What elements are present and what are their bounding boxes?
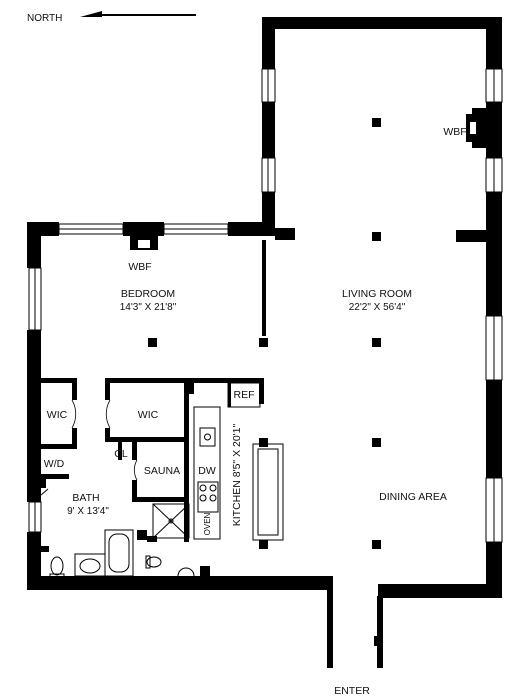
stove-icon [197, 481, 219, 513]
fireplace-bedroom-label: WBF [128, 261, 151, 273]
columns [148, 118, 381, 549]
dishwasher-label: DW [198, 465, 216, 477]
room-labels: WBF WBF BEDROOM 14'3" X 21'8" LIVING ROO… [44, 126, 467, 697]
kitchen-counter [193, 406, 221, 540]
toilet-icon [49, 556, 65, 579]
sink-icon [177, 567, 195, 577]
fireplace-living-label: WBF [443, 126, 466, 138]
toilet-icon [145, 555, 162, 569]
column [148, 338, 157, 347]
bathroom-vanity [74, 553, 106, 577]
bath-fixtures [40, 488, 195, 579]
column [372, 540, 381, 549]
compass-label: NORTH [27, 13, 62, 24]
column [259, 338, 268, 347]
oven-label: OVEN [203, 512, 212, 535]
refrigerator-label: REF [234, 389, 255, 401]
column [259, 438, 268, 447]
bath-dims: 9' X 13'4" [67, 506, 109, 517]
refrigerator-icon [227, 382, 261, 408]
interior-walls [41, 378, 264, 576]
dining-area-name: DINING AREA [379, 491, 447, 503]
bath-name: BATH [72, 492, 99, 504]
kitchen-fixtures [193, 382, 284, 541]
column [372, 338, 381, 347]
north-arrow-icon [80, 11, 102, 17]
entrance-label: ENTER [334, 685, 370, 697]
compass: NORTH [27, 11, 196, 24]
living-room-dims: 22'2" X 56'4" [349, 302, 406, 313]
fireplace-bedroom-icon [123, 222, 164, 250]
washer-dryer-name: W/D [44, 458, 65, 470]
shower-icon [152, 503, 190, 539]
bathtub-icon [104, 529, 134, 577]
bedroom-name: BEDROOM [121, 288, 175, 300]
bedroom-dims: 14'3" X 21'8" [120, 302, 177, 313]
wic-right-name: WIC [138, 409, 159, 421]
closet-name: CL [114, 448, 128, 460]
fireplace-living-icon [466, 108, 486, 148]
exterior-walls [27, 17, 502, 668]
sauna-name: SAUNA [144, 465, 180, 477]
sink-icon [199, 427, 216, 447]
kitchen-island [252, 443, 284, 541]
kitchen-name: KITCHEN 8'5" X 20'1" [231, 423, 243, 526]
column [372, 232, 381, 241]
wic-left-name: WIC [47, 409, 68, 421]
living-room-name: LIVING ROOM [342, 288, 412, 300]
column [259, 540, 268, 549]
north-arrow-shaft [100, 14, 196, 16]
column [372, 118, 381, 127]
door-swings [71, 399, 138, 481]
column [372, 438, 381, 447]
